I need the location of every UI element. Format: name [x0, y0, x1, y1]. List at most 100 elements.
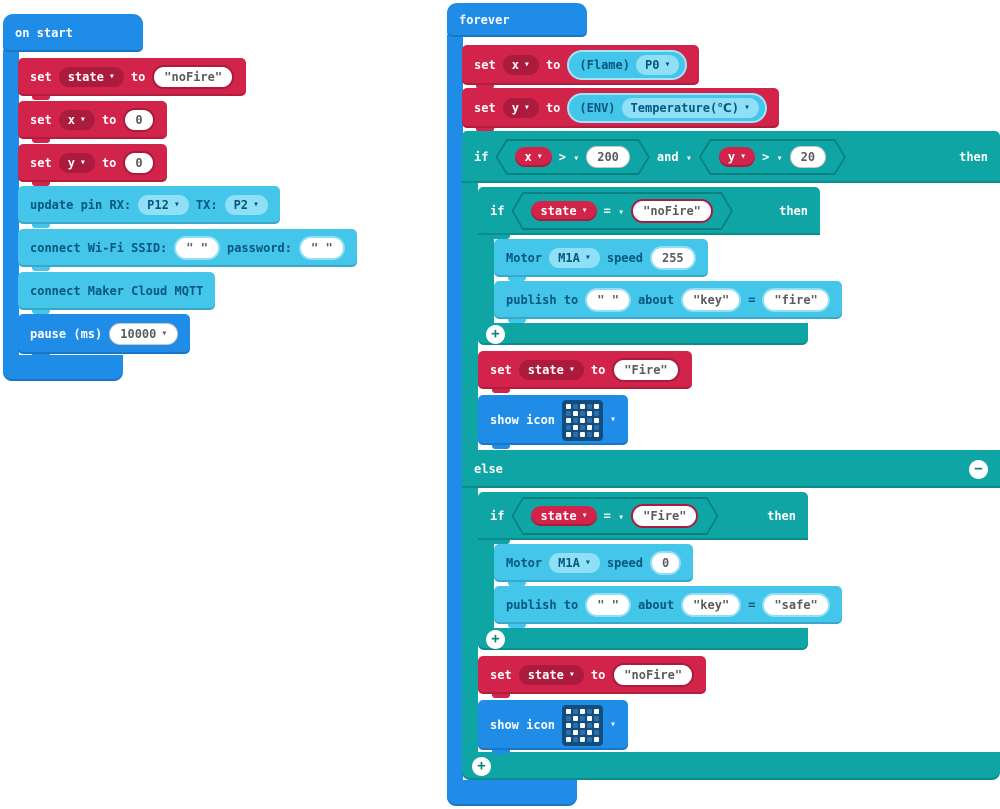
chevron-down-icon: ▾	[108, 71, 115, 82]
condition-state-eq-nofire[interactable]: state ▾ = ▾ "noFire"	[511, 192, 732, 230]
value-string-field-safe[interactable]: "safe"	[762, 593, 830, 617]
key-string-field[interactable]: "key"	[681, 593, 742, 617]
set-y-env-block[interactable]: set y ▾ to (ENV) Temperature(℃) ▾	[462, 88, 780, 132]
chevron-down-icon: ▾	[610, 719, 617, 730]
variable-dropdown-x[interactable]: x ▾	[58, 110, 95, 130]
password-string-field[interactable]: " "	[299, 236, 345, 260]
variable-reporter-state[interactable]: state ▾	[531, 506, 596, 526]
pause-duration-dropdown[interactable]: 10000 ▾	[109, 323, 179, 345]
show-icon-block-1[interactable]: show icon ▾	[478, 395, 629, 449]
key-string-field[interactable]: "key"	[681, 288, 742, 312]
connect-wifi-block[interactable]: connect Wi-Fi SSID: " " password: " "	[18, 229, 357, 271]
string-field-fire[interactable]: "Fire"	[612, 358, 680, 382]
string-field-fire[interactable]: "Fire"	[631, 504, 698, 528]
publish-to-label: publish to	[506, 598, 579, 612]
variable-dropdown-state[interactable]: state ▾	[58, 67, 124, 87]
connect-mqtt-block[interactable]: connect Maker Cloud MQTT	[18, 272, 216, 314]
number-field-y[interactable]: 0	[123, 151, 155, 175]
variable-dropdown-y[interactable]: y ▾	[502, 98, 539, 118]
if-outer-else-row[interactable]: else −	[462, 450, 1000, 488]
publish-fire-block[interactable]: publish to " " about "key" = "fire"	[494, 281, 842, 323]
variable-reporter-x[interactable]: x ▾	[515, 147, 551, 167]
variable-reporter-y[interactable]: y ▾	[719, 147, 755, 167]
if-state-fire-header[interactable]: if state ▾ = ▾ "Fire" then	[478, 492, 808, 544]
pin-dropdown[interactable]: P0 ▾	[635, 55, 680, 75]
forever-block[interactable]: forever	[447, 3, 587, 37]
set-x-0-block[interactable]: set x ▾ to 0	[18, 101, 167, 143]
to-keyword: to	[130, 70, 146, 84]
if-fire-bottom[interactable]: +	[478, 323, 808, 345]
chevron-down-icon: ▾	[581, 205, 588, 216]
led-icon-preview[interactable]	[562, 399, 604, 441]
string-field-nofire[interactable]: "noFire"	[631, 199, 713, 223]
set-state-nofire-block-2[interactable]: set state ▾ to "noFire"	[478, 656, 707, 698]
motor-on-block[interactable]: Motor M1A ▾ speed 255	[494, 239, 708, 281]
variable-reporter-state[interactable]: state ▾	[531, 201, 596, 221]
if-outer-bottom[interactable]: +	[462, 752, 1000, 780]
expand-plus-button[interactable]: +	[486, 324, 505, 344]
on-start-block[interactable]: on start	[3, 14, 143, 52]
pause-block[interactable]: pause (ms) 10000 ▾	[18, 314, 191, 358]
equals-label: =	[748, 293, 756, 307]
to-keyword: to	[590, 668, 606, 682]
speed-field-0[interactable]: 0	[649, 551, 682, 575]
rx-pin-value: P12	[147, 198, 169, 212]
speed-field-255[interactable]: 255	[649, 246, 696, 270]
value-string-field-fire[interactable]: "fire"	[762, 288, 830, 312]
condition-x-gt-200[interactable]: x ▾ > ▾ 200	[495, 139, 649, 175]
if-outer-header[interactable]: if x ▾ > ▾ 200 and ▾ y ▾ > ▾ 20	[462, 131, 1000, 183]
chevron-down-icon: ▾	[618, 512, 625, 523]
set-state-nofire-block[interactable]: set state ▾ to "noFire"	[18, 58, 247, 100]
chevron-down-icon: ▾	[568, 364, 575, 375]
motor-port-dropdown[interactable]: M1A ▾	[549, 553, 600, 573]
flame-sensor-reporter[interactable]: (Flame) P0 ▾	[567, 50, 688, 80]
variable-dropdown-x[interactable]: x ▾	[502, 55, 539, 75]
led-icon-preview[interactable]	[562, 704, 604, 746]
and-dropdown[interactable]: and ▾	[657, 150, 692, 164]
on-start-footer	[3, 355, 123, 381]
number-field-200[interactable]: 200	[586, 146, 630, 168]
variable-name: state	[540, 204, 577, 218]
condition-state-eq-fire[interactable]: state ▾ = ▾ "Fire"	[511, 497, 718, 535]
motor-port-dropdown[interactable]: M1A ▾	[549, 248, 600, 268]
update-pin-block[interactable]: update pin RX: P12 ▾ TX: P2 ▾	[18, 186, 281, 228]
if-safe-bottom[interactable]: +	[478, 628, 808, 650]
wifi-ssid-label: connect Wi-Fi SSID:	[30, 241, 168, 255]
condition-y-gt-20[interactable]: y ▾ > ▾ 20	[699, 139, 846, 175]
number-field-x[interactable]: 0	[123, 108, 155, 132]
variable-dropdown-y[interactable]: y ▾	[58, 153, 95, 173]
env-sensor-reporter[interactable]: (ENV) Temperature(℃) ▾	[567, 93, 768, 123]
operator-dropdown[interactable]: > ▾	[762, 150, 783, 164]
set-keyword: set	[474, 101, 496, 115]
if-fire-spine	[478, 235, 494, 323]
set-x-flame-block[interactable]: set x ▾ to (Flame) P0 ▾	[462, 45, 700, 89]
wifi-password-label: password:	[226, 241, 292, 255]
rx-pin-dropdown[interactable]: P12 ▾	[138, 195, 189, 215]
operator-dropdown[interactable]: > ▾	[559, 150, 580, 164]
chevron-down-icon: ▾	[685, 153, 692, 164]
topic-string-field[interactable]: " "	[585, 288, 631, 312]
expand-plus-button[interactable]: +	[472, 756, 491, 776]
string-field-nofire[interactable]: "noFire"	[152, 65, 235, 89]
number-field-20[interactable]: 20	[790, 146, 826, 168]
to-keyword: to	[590, 363, 606, 377]
expand-plus-button[interactable]: +	[486, 629, 505, 649]
publish-safe-block[interactable]: publish to " " about "key" = "safe"	[494, 586, 842, 628]
variable-dropdown-state[interactable]: state ▾	[518, 665, 584, 685]
show-icon-block-2[interactable]: show icon ▾	[478, 700, 629, 754]
chevron-down-icon: ▾	[664, 59, 671, 70]
ssid-string-field[interactable]: " "	[174, 236, 220, 260]
operator-dropdown[interactable]: = ▾	[604, 509, 625, 523]
tx-pin-dropdown[interactable]: P2 ▾	[224, 195, 269, 215]
set-state-fire-block[interactable]: set state ▾ to "Fire"	[478, 351, 692, 393]
set-keyword: set	[490, 363, 512, 377]
variable-dropdown-state[interactable]: state ▾	[518, 360, 584, 380]
set-y-0-block[interactable]: set y ▾ to 0	[18, 144, 167, 186]
string-field-nofire[interactable]: "noFire"	[612, 663, 695, 687]
motor-off-block[interactable]: Motor M1A ▾ speed 0	[494, 544, 694, 586]
collapse-minus-button[interactable]: −	[969, 459, 988, 479]
operator-dropdown[interactable]: = ▾	[604, 204, 625, 218]
topic-string-field[interactable]: " "	[585, 593, 631, 617]
reading-dropdown[interactable]: Temperature(℃) ▾	[621, 98, 760, 118]
if-state-nofire-header[interactable]: if state ▾ = ▾ "noFire" then	[478, 187, 820, 239]
